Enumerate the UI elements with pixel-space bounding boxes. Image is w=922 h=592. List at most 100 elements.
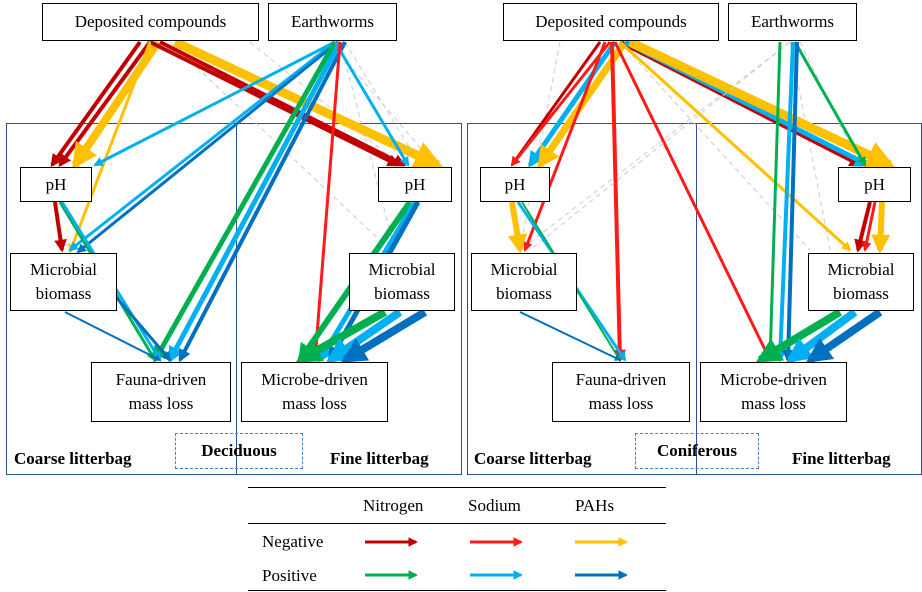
ns-path xyxy=(619,41,811,251)
nitrogen-positive-arrow xyxy=(765,41,782,362)
sodium-positive-arrow xyxy=(93,40,336,167)
pahs-positive-arrow xyxy=(340,308,428,364)
pahs-positive-arrow xyxy=(781,41,799,363)
deposited-compounds-node-coniferous: Deposited compounds xyxy=(503,3,719,41)
ns-path xyxy=(519,41,791,251)
fine-litterbag-label-coniferous: Fine litterbag xyxy=(792,449,891,468)
node-label: pH xyxy=(45,174,67,194)
legend-bottom-rule xyxy=(248,590,666,591)
pahs-positive-arrow xyxy=(178,41,347,363)
node-label-line2: biomass xyxy=(496,284,552,303)
nitrogen-positive-arrow xyxy=(295,308,387,364)
node-label: pH xyxy=(504,174,526,194)
pahs-negative-arrow xyxy=(871,201,891,254)
fauna-driven-mass-loss-node-deciduous: Fauna-driven mass loss xyxy=(91,362,231,422)
legend-top-rule xyxy=(248,487,666,488)
coniferous-panel-divider xyxy=(696,123,697,475)
microbe-driven-mass-loss-node-deciduous: Microbe-driven mass loss xyxy=(241,362,388,422)
node-label-line2: biomass xyxy=(833,284,889,303)
ns-path xyxy=(169,41,391,251)
pahs-positive-arrow xyxy=(805,308,883,364)
legend-header-rule xyxy=(248,523,666,524)
coniferous-tag: Coniferous xyxy=(635,433,759,469)
nitrogen-negative-arrow xyxy=(159,40,407,167)
nitrogen-negative-arrow xyxy=(50,40,142,168)
pahs-negative-arrow xyxy=(68,41,152,254)
ph-node-deciduous-fine: pH xyxy=(378,167,452,202)
sodium-negative-arrow xyxy=(861,201,877,252)
legend-col-nitrogen: Nitrogen xyxy=(363,496,424,515)
microbial-biomass-node-deciduous-fine: Microbial biomass xyxy=(349,253,455,311)
microbial-biomass-node-deciduous-coarse: Microbial biomass xyxy=(10,253,117,311)
node-label-line2: mass loss xyxy=(128,394,194,413)
coarse-litterbag-label-coniferous: Coarse litterbag xyxy=(474,449,592,468)
sodium-positive-arrow xyxy=(333,41,410,167)
node-label-line1: Microbial xyxy=(827,260,895,279)
node-label-line1: Microbial xyxy=(368,260,436,279)
node-label: Earthworms xyxy=(290,12,375,31)
sodium-positive-arrow xyxy=(167,40,343,363)
fauna-driven-mass-loss-node-coniferous: Fauna-driven mass loss xyxy=(552,362,690,422)
node-label-line2: mass loss xyxy=(741,394,806,413)
coarse-litterbag-label-deciduous: Coarse litterbag xyxy=(14,449,132,468)
ph-node-deciduous-coarse: pH xyxy=(20,167,92,202)
deposited-compounds-node-deciduous: Deposited compounds xyxy=(42,3,259,41)
nitrogen-negative-arrow xyxy=(53,201,67,253)
earthworms-node-deciduous: Earthworms xyxy=(268,3,397,41)
sodium-negative-arrow xyxy=(510,41,612,167)
node-label-line1: Microbial xyxy=(29,260,98,279)
pahs-negative-arrow xyxy=(618,40,852,252)
node-label: pH xyxy=(404,174,426,194)
legend-row-negative: Negative xyxy=(262,532,324,551)
deciduous-panel-divider xyxy=(236,123,237,475)
sodium-negative-arrow xyxy=(613,41,772,362)
microbe-driven-mass-loss-node-coniferous: Microbe-driven mass loss xyxy=(700,362,847,422)
node-label-line2: biomass xyxy=(35,284,92,303)
node-label: Deposited compounds xyxy=(74,12,227,31)
nitrogen-positive-arrow xyxy=(152,40,338,363)
sodium-negative-arrow xyxy=(523,41,607,252)
deciduous-tag: Deciduous xyxy=(175,433,303,469)
node-label-line1: Fauna-driven xyxy=(575,370,667,389)
pahs-negative-arrow xyxy=(628,37,896,170)
pahs-positive-arrow xyxy=(76,40,339,254)
earthworms-node-coniferous: Earthworms xyxy=(728,3,857,41)
legend-col-pahs: PAHs xyxy=(575,496,615,515)
legend-row-positive: Positive xyxy=(262,566,317,585)
sodium-positive-arrow xyxy=(68,40,336,252)
sodium-positive-arrow xyxy=(785,308,858,364)
node-label: Deposited compounds xyxy=(535,12,687,31)
microbial-biomass-node-coniferous-fine: Microbial biomass xyxy=(808,253,914,311)
microbial-biomass-node-coniferous-coarse: Microbial biomass xyxy=(471,253,577,311)
ns-path xyxy=(529,41,791,251)
node-label-line2: mass loss xyxy=(282,394,347,413)
sodium-negative-arrow xyxy=(310,41,342,362)
node-label-line2: biomass xyxy=(374,284,430,303)
deciduous-panel-frame xyxy=(6,123,462,475)
forest-type-label: Coniferous xyxy=(657,441,737,460)
fine-litterbag-label-deciduous: Fine litterbag xyxy=(330,449,429,468)
node-label: pH xyxy=(864,174,885,194)
pahs-negative-arrow xyxy=(71,39,162,170)
pahs-positive-arrow xyxy=(64,311,162,361)
sodium-negative-arrow xyxy=(610,41,627,363)
sodium-positive-arrow xyxy=(774,41,795,363)
pahs-positive-arrow xyxy=(519,311,622,361)
nitrogen-negative-arrow xyxy=(149,40,401,167)
node-label-line1: Fauna-driven xyxy=(115,370,207,389)
ph-node-coniferous-fine: pH xyxy=(838,167,911,202)
pahs-negative-arrow xyxy=(508,201,527,254)
node-label-line1: Microbe-driven xyxy=(720,370,827,389)
forest-type-label: Deciduous xyxy=(201,441,277,460)
ns-path xyxy=(799,41,861,166)
nitrogen-positive-arrow xyxy=(755,308,843,364)
node-label-line2: mass loss xyxy=(588,394,654,413)
nitrogen-negative-arrow xyxy=(854,201,872,253)
ns-path xyxy=(344,41,421,166)
nitrogen-positive-arrow xyxy=(793,41,867,167)
node-label-line1: Microbial xyxy=(490,260,558,279)
pahs-positive-arrow xyxy=(108,289,172,362)
node-label-line1: Microbe-driven xyxy=(261,370,368,389)
